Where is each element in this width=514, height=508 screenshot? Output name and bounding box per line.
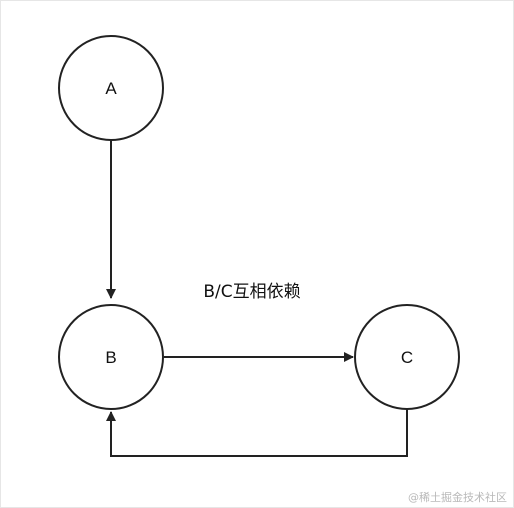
node-c-label: C <box>401 348 413 367</box>
node-b-label: B <box>105 348 116 367</box>
watermark-text: @稀土掘金技术社区 <box>408 490 507 504</box>
diagram-caption: B/C互相依赖 <box>203 282 300 302</box>
node-b: B <box>58 304 164 410</box>
node-a: A <box>58 35 164 141</box>
node-a-label: A <box>105 79 117 98</box>
edge-c-to-b <box>106 409 408 457</box>
node-c: C <box>354 304 460 410</box>
